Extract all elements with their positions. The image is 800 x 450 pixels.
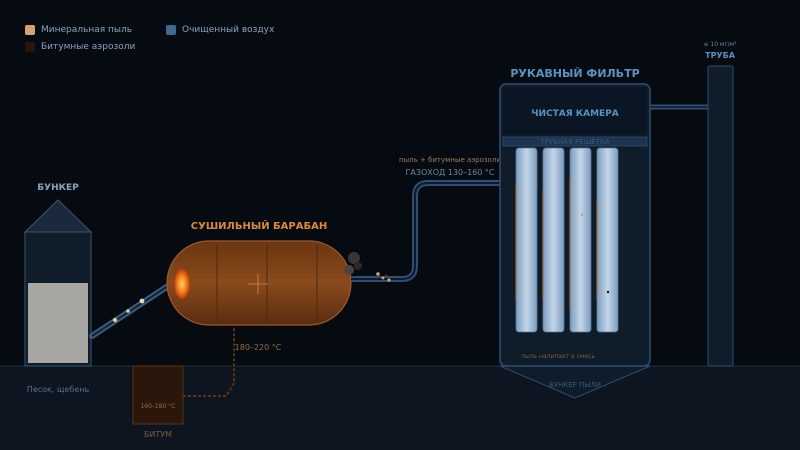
dust-particle: [381, 276, 385, 280]
duct-core: [351, 182, 501, 280]
gas-duct: пыль + битумные аэрозоли ГАЗОХОД 130–160…: [351, 156, 501, 282]
legend-label: Битумные аэрозоли: [41, 42, 136, 52]
tube-sheet: [502, 136, 648, 147]
legend-label: Минеральная пыль: [41, 25, 133, 35]
filter-sleeve: [515, 147, 538, 333]
aggregate-particle: [139, 298, 145, 304]
hopper-label: БУНКЕР: [37, 183, 79, 193]
filter-sleeve: [569, 147, 592, 333]
filter-sleeve: [596, 147, 619, 333]
ground: [0, 366, 800, 450]
dust-particle: [580, 213, 584, 217]
drum-shell: [166, 240, 352, 326]
stack: ≤ 10 мг/м³ ТРУБА: [650, 41, 737, 367]
dust-bin-label: БУНКЕР ПЫЛИ: [549, 381, 601, 389]
clean-chamber-label: ЧИСТАЯ КАМЕРА: [531, 109, 619, 119]
dust-particle: [606, 290, 610, 294]
stack-emission: ≤ 10 мг/м³: [703, 41, 737, 48]
exhaust-puffs: [344, 252, 362, 275]
legend-item-bitumen-aerosols: Битумные аэрозоли: [25, 42, 135, 52]
burner-flame-icon: [174, 269, 190, 299]
drying-drum: СУШИЛЬНЫЙ БАРАБАН 180–220 °C: [166, 219, 352, 352]
aggregate-particle: [112, 317, 118, 323]
bitumen-tank-body: [132, 365, 184, 425]
aerosol-particle: [384, 274, 388, 278]
smoke-puff: [344, 265, 354, 275]
stack-body: [707, 65, 734, 367]
dust-particle: [387, 278, 391, 282]
smoke-puff: [354, 262, 362, 270]
sleeves-note: пыль налипает в смесь: [521, 353, 595, 360]
stack-label: ТРУБА: [705, 51, 736, 60]
bitumen-tank: 160–180 °C БИТУМ: [132, 326, 235, 439]
dryer-label: СУШИЛЬНЫЙ БАРАБАН: [191, 219, 327, 232]
filter-title: РУКАВНЫЙ ФИЛЬТР: [510, 67, 639, 80]
mineral-dust-swatch: [25, 25, 35, 35]
tube-sheet-label: ТРУБНАЯ РЕШЁТКА: [539, 137, 610, 146]
legend-item-mineral-dust: Минеральная пыль: [25, 25, 132, 35]
bitumen-label: БИТУМ: [144, 430, 172, 439]
legend-label: Очищенный воздух: [182, 25, 275, 35]
hopper: БУНКЕР Песок, щебень: [23, 183, 93, 394]
hopper-aggregate: [28, 283, 88, 363]
clean-chamber: [503, 87, 647, 135]
bitumen-temp: 160–180 °C: [140, 403, 175, 410]
duct-pipe: [351, 180, 501, 282]
bitumen-line: [183, 326, 235, 397]
conveyor: [89, 283, 171, 339]
legend-item-clean-air: Очищенный воздух: [166, 25, 274, 35]
baghouse-filter: РУКАВНЫЙ ФИЛЬТР ЧИСТАЯ КАМЕРА ТРУБНАЯ РЕ…: [499, 67, 651, 399]
filter-sleeve: [542, 147, 565, 333]
hopper-caption: Песок, щебень: [27, 385, 90, 394]
dust-particle: [376, 272, 380, 276]
duct-label: ГАЗОХОД 130–160 °C: [405, 168, 494, 177]
bitumen-aerosol-swatch: [25, 42, 35, 52]
duct-note: пыль + битумные аэрозоли: [399, 156, 501, 164]
conveyor-core: [91, 285, 169, 337]
smoke-puff: [348, 252, 360, 264]
hopper-roof: [23, 199, 93, 233]
aggregate-particle: [126, 309, 130, 313]
clean-air-swatch: [166, 25, 176, 35]
dryer-temp: 180–220 °C: [235, 343, 282, 352]
